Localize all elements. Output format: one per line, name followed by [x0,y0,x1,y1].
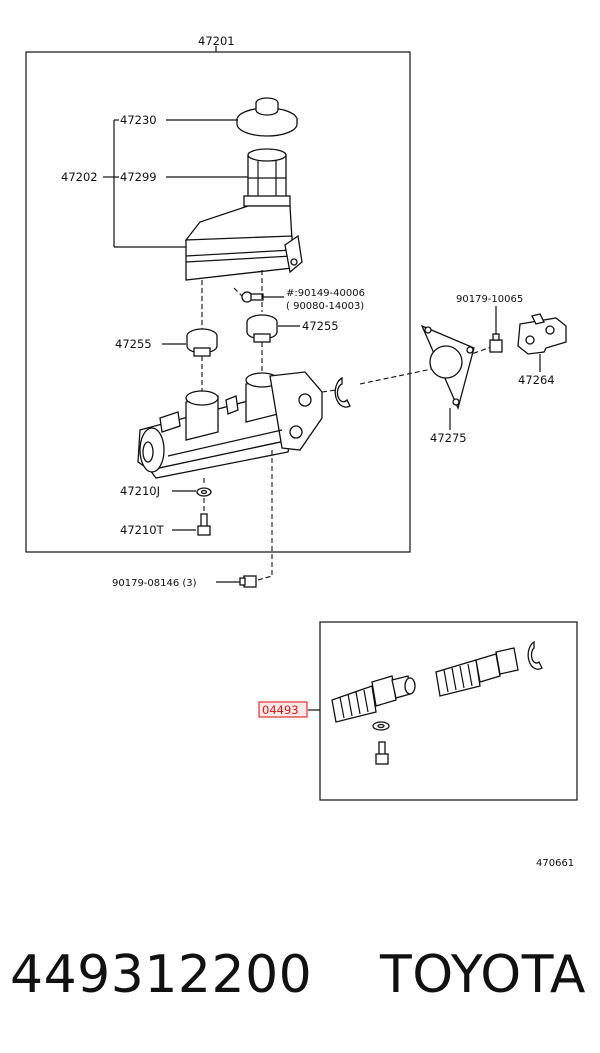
highlight-04493 [258,701,308,718]
diagram-reference: 470661 [536,858,574,869]
label-90080-14003[interactable]: ( 90080-14003) [286,301,364,312]
grommet-right[interactable] [246,314,278,343]
label-90149-40006[interactable]: #:90149-40006 [286,288,365,299]
bolt-47210t[interactable] [197,513,211,536]
washer-47210j[interactable] [196,487,212,497]
piston-assembly-2[interactable] [435,647,519,697]
snap-ring[interactable] [334,376,351,408]
kit-washer[interactable] [372,721,390,731]
bracket-47264[interactable] [517,313,567,355]
nut-90179-10065[interactable] [489,333,503,353]
brand-name: TOYOTA [380,945,586,1005]
master-cylinder-body[interactable] [137,371,323,479]
reservoir-screw[interactable] [241,291,264,303]
nut-90179-08146[interactable] [239,575,257,588]
reservoir-strainer[interactable] [243,148,291,207]
kit-frame [319,621,578,801]
label-47202[interactable]: 47202 [61,170,98,184]
kit-bolt[interactable] [375,741,389,765]
reservoir-tank[interactable] [184,205,303,281]
grommet-left[interactable] [186,328,218,357]
label-47255-left[interactable]: 47255 [115,337,152,351]
kit-snap-ring[interactable] [527,640,543,670]
label-47255-right[interactable]: 47255 [302,319,339,333]
label-47264[interactable]: 47264 [518,373,555,387]
parts-diagram: 47201 47230 47202 47299 #:90149-40006 [25,34,578,869]
gasket-plate[interactable] [420,324,475,410]
label-47230[interactable]: 47230 [120,113,157,127]
piston-assembly-1[interactable] [331,675,416,723]
reservoir-cap[interactable] [236,97,298,137]
label-04493[interactable]: 04493 [262,703,299,717]
label-90179-10065[interactable]: 90179-10065 [456,294,523,305]
part-number: 449312200 [10,945,313,1005]
part-title: 449312200 TOYOTA [0,940,600,1010]
label-47299[interactable]: 47299 [120,170,157,184]
label-90179-08146[interactable]: 90179-08146 (3) [112,578,197,589]
label-47275[interactable]: 47275 [430,431,467,445]
assembly-frame [25,51,411,553]
label-47210j[interactable]: 47210J [120,484,160,498]
label-47210t[interactable]: 47210T [120,523,165,537]
label-47201[interactable]: 47201 [198,34,235,48]
